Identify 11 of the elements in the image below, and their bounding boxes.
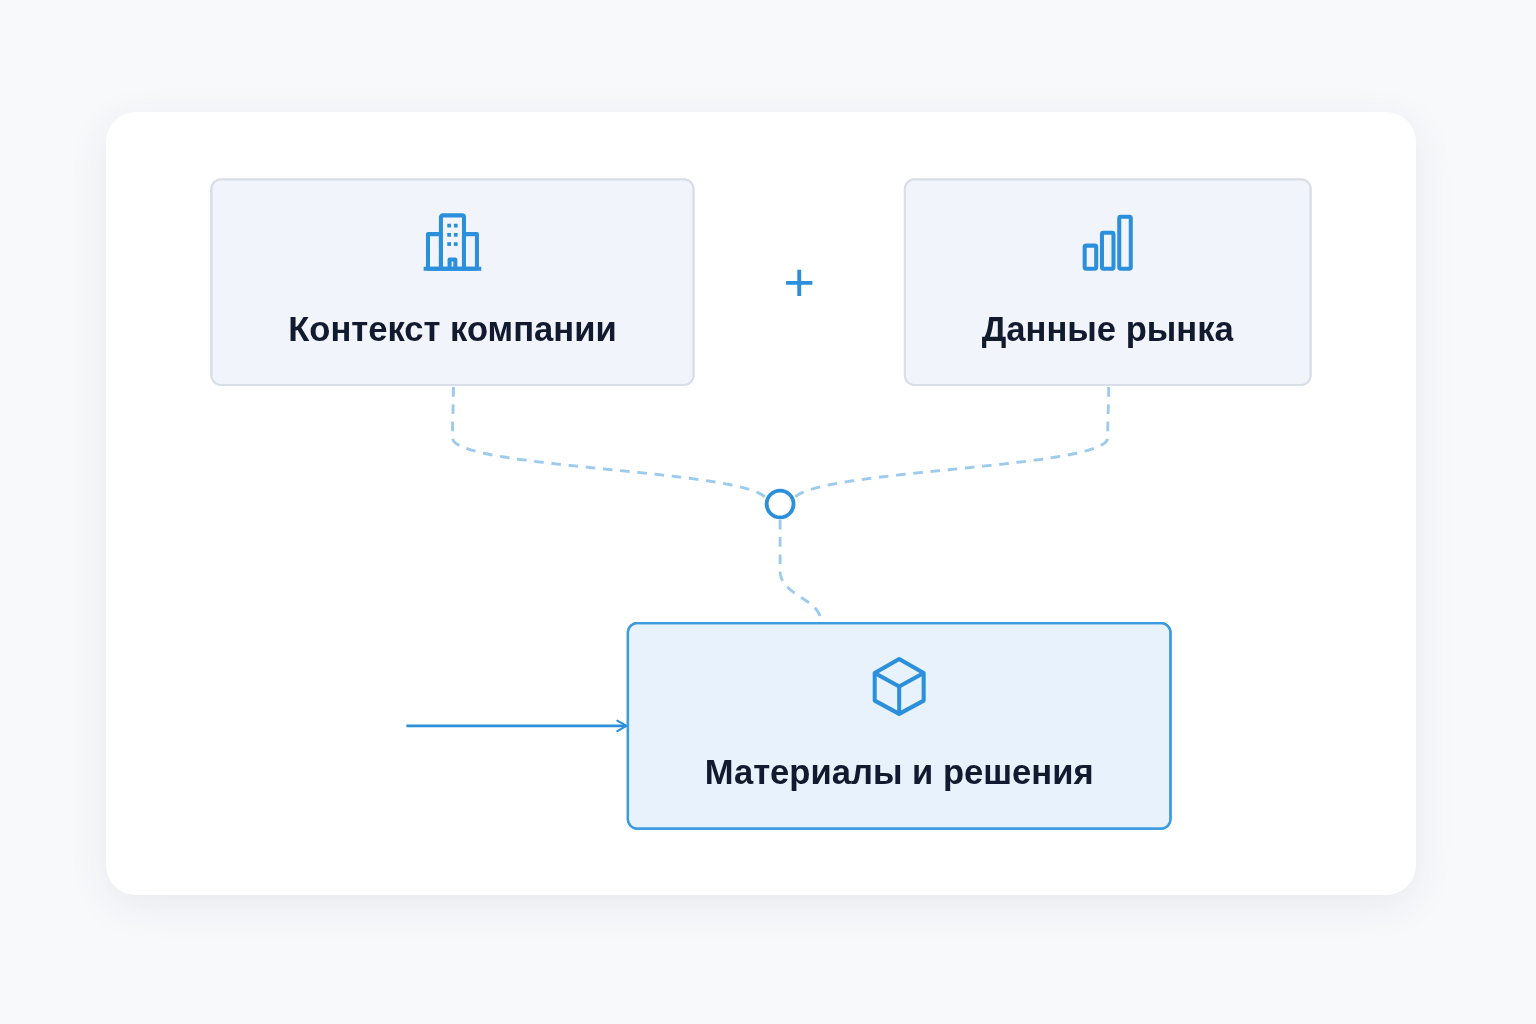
process-box — [626, 621, 1172, 830]
junction-circle — [764, 488, 796, 519]
dashed-connector — [451, 386, 766, 498]
arrow — [406, 719, 628, 732]
process-box — [903, 177, 1312, 386]
node-title: Контекст компании — [288, 308, 617, 350]
process-box — [210, 177, 695, 386]
plus-sign: + — [783, 254, 815, 309]
node-title: Материалы и решения — [704, 752, 1094, 794]
dashed-connector — [794, 386, 1111, 498]
node-title: Данные рынка — [981, 308, 1234, 350]
